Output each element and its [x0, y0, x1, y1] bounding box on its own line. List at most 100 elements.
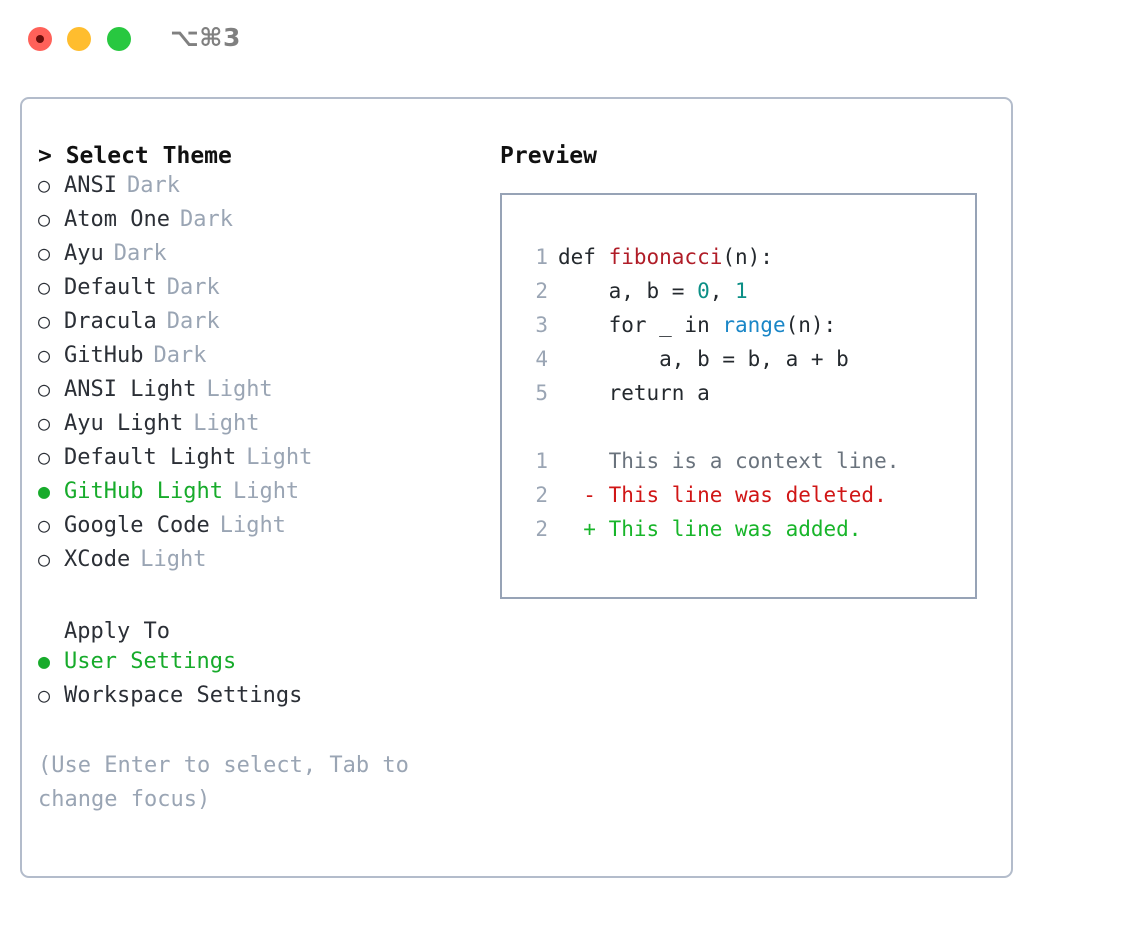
code-token-plain: def — [558, 245, 609, 269]
code-line-number: 3 — [535, 313, 548, 337]
apply-to-option-user-settings[interactable]: ● User Settings — [38, 649, 478, 683]
radio-unselected-icon: ○ — [38, 207, 51, 231]
code-line-text: for _ in range(n): — [558, 313, 837, 337]
code-token-num: 1 — [735, 279, 748, 303]
diff-line-number: 2 — [535, 483, 548, 507]
apply-to-option-label: User Settings — [64, 649, 237, 674]
theme-option-ayu-light[interactable]: ○ Ayu Light Light — [38, 411, 478, 445]
theme-option-github-light[interactable]: ● GitHub Light Light — [38, 479, 478, 513]
theme-variant-badge: Light — [140, 547, 207, 572]
apply-to-option-label: Workspace Settings — [64, 683, 303, 708]
radio-unselected-icon: ○ — [38, 411, 51, 435]
code-line-number: 2 — [535, 279, 548, 303]
theme-option-xcode[interactable]: ○ XCode Light — [38, 547, 478, 581]
theme-option-label: Default Light — [64, 445, 237, 470]
code-line-number: 1 — [535, 245, 548, 269]
code-line-text: a, b = b, a + b — [558, 347, 849, 371]
radio-selected-icon: ● — [38, 649, 51, 673]
apply-to-option-workspace-settings[interactable]: ○ Workspace Settings — [38, 683, 478, 717]
theme-option-label: XCode — [64, 547, 131, 572]
theme-option-label: ANSI Light — [64, 377, 197, 402]
theme-variant-badge: Light — [193, 411, 260, 436]
theme-option-ansi-light[interactable]: ○ ANSI Light Light — [38, 377, 478, 411]
radio-unselected-icon: ○ — [38, 547, 51, 571]
code-line: 4 a, b = b, a + b — [520, 347, 975, 381]
theme-option-default[interactable]: ○ Default Dark — [38, 275, 478, 309]
radio-unselected-icon: ○ — [38, 343, 51, 367]
code-token-plain: a, b = b, a + b — [659, 347, 849, 371]
theme-variant-badge: Dark — [153, 343, 207, 368]
theme-variant-badge: Light — [232, 479, 300, 504]
theme-option-dracula[interactable]: ○ Dracula Dark — [38, 309, 478, 343]
theme-option-default-light[interactable]: ○ Default Light Light — [38, 445, 478, 479]
theme-option-label: Dracula — [64, 309, 157, 334]
theme-option-label: Atom One — [64, 207, 170, 232]
code-token-plain: (n): — [785, 313, 837, 337]
diff-line-number: 1 — [535, 449, 548, 473]
apply-to-header: Apply To — [64, 619, 170, 644]
preview-title: Preview — [500, 143, 597, 169]
code-token-plain: for _ in — [608, 313, 723, 337]
theme-option-label: GitHub — [64, 343, 144, 368]
diff-line-text: - This line was deleted. — [558, 483, 887, 507]
code-token-plain: , — [709, 279, 736, 303]
theme-option-label: GitHub Light — [64, 479, 223, 504]
diff-line-add: 2 + This line was added. — [520, 517, 975, 551]
code-token-fn: fibonacci — [608, 245, 723, 269]
theme-option-label: Ayu Light — [64, 411, 184, 436]
theme-variant-badge: Light — [219, 513, 286, 538]
code-token-num: 0 — [697, 279, 710, 303]
code-line: 2 a, b = 0, 1 — [520, 279, 975, 313]
minimize-button[interactable] — [67, 27, 91, 51]
theme-option-label: Default — [64, 275, 157, 300]
diff-line-ctx: 1 This is a context line. — [520, 449, 975, 483]
theme-option-label: Google Code — [64, 513, 210, 538]
theme-variant-badge: Dark — [126, 173, 180, 198]
keyboard-hint-text: (Use Enter to select, Tab to change focu… — [38, 753, 409, 812]
theme-option-label: Ayu — [64, 241, 104, 266]
code-line-text: a, b = 0, 1 — [558, 279, 748, 303]
theme-option-label: ANSI — [64, 173, 117, 198]
radio-unselected-icon: ○ — [38, 173, 51, 197]
theme-variant-badge: Light — [206, 377, 273, 402]
code-token-plain: (n): — [722, 245, 773, 269]
diff-line-text: This is a context line. — [558, 449, 900, 473]
code-line-number: 5 — [535, 381, 548, 405]
theme-picker-header: > Select Theme — [38, 143, 232, 169]
code-line: 5 return a — [520, 381, 975, 415]
radio-unselected-icon: ○ — [38, 309, 51, 333]
theme-option-ansi[interactable]: ○ ANSI Dark — [38, 173, 478, 207]
theme-variant-badge: Dark — [166, 309, 220, 334]
code-token-plain: a, b = — [608, 279, 698, 303]
theme-variant-badge: Light — [246, 445, 313, 470]
maximize-button[interactable] — [107, 27, 131, 51]
keyboard-shortcut-label: ⌥⌘3 — [170, 23, 241, 52]
theme-option-github[interactable]: ○ GitHub Dark — [38, 343, 478, 377]
code-token-plain: return a — [608, 381, 710, 405]
radio-unselected-icon: ○ — [38, 241, 51, 265]
title-bar: ⌥⌘3 — [0, 0, 1140, 78]
code-line: 1 def fibonacci(n): — [520, 245, 975, 279]
radio-selected-icon: ● — [38, 479, 51, 503]
theme-option-atom-one[interactable]: ○ Atom One Dark — [38, 207, 478, 241]
apply-to-list[interactable]: ● User Settings ○ Workspace Settings — [38, 649, 478, 717]
code-line-text: return a — [558, 381, 710, 405]
radio-unselected-icon: ○ — [38, 275, 51, 299]
radio-unselected-icon: ○ — [38, 445, 51, 469]
radio-unselected-icon: ○ — [38, 683, 51, 707]
code-line: 3 for _ in range(n): — [520, 313, 975, 347]
code-token-call: range — [722, 313, 786, 337]
close-button[interactable] — [28, 27, 52, 51]
radio-unselected-icon: ○ — [38, 377, 51, 401]
theme-variant-badge: Dark — [179, 207, 233, 232]
theme-variant-badge: Dark — [166, 275, 220, 300]
diff-sample: 1 This is a context line.2 - This line w… — [520, 449, 975, 551]
diff-line-number: 2 — [535, 517, 548, 541]
